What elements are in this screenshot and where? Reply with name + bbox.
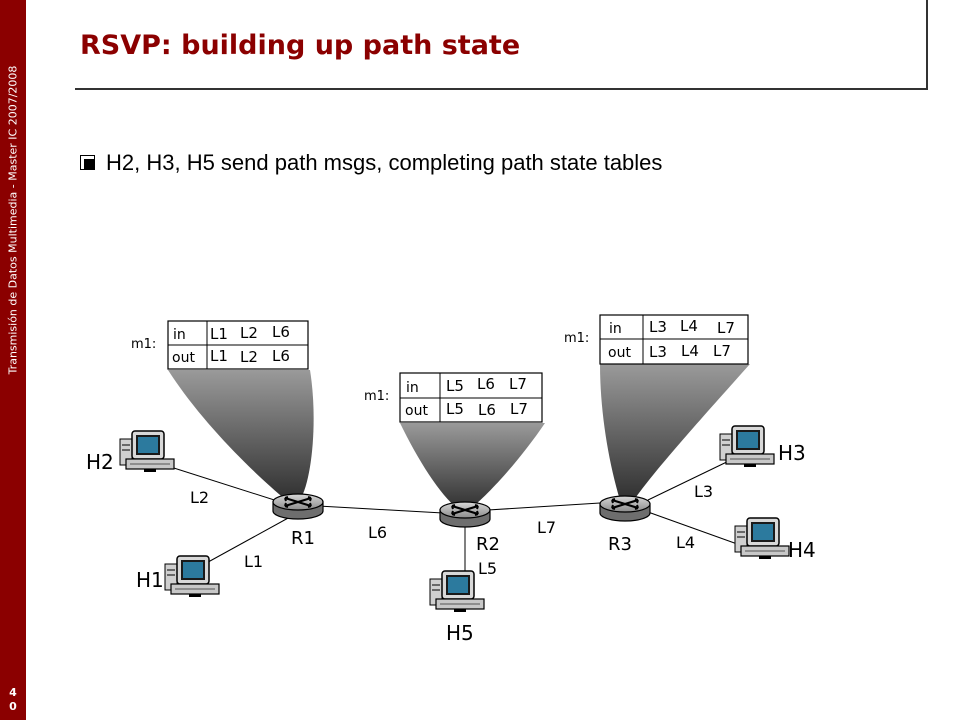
table-cell: L5 [446, 377, 464, 395]
link-l7 [487, 502, 601, 511]
table-row-header: out [172, 350, 195, 366]
table-cell: L6 [272, 323, 290, 341]
table-cell: L2 [240, 348, 258, 366]
table-caption: m1: [364, 389, 389, 404]
table-row-header: out [405, 403, 428, 419]
host-label-h4: H4 [788, 538, 816, 562]
table-cell: L7 [717, 319, 735, 337]
slide-title: RSVP: building up path state [80, 30, 521, 61]
table-cell: L7 [509, 375, 527, 393]
table-beam-r3 [600, 364, 750, 500]
host-label-h5: H5 [446, 621, 474, 645]
host-label-h3: H3 [778, 441, 806, 465]
link-label-l6: L6 [368, 523, 387, 542]
link-l3 [647, 457, 736, 501]
link-l2 [154, 461, 291, 506]
bullet-square-icon [80, 155, 95, 170]
router-r1-icon [271, 492, 325, 521]
link-label-l2: L2 [190, 488, 209, 507]
host-h4-icon [734, 517, 790, 560]
router-label-r1: R1 [291, 528, 315, 549]
table-cell: L4 [681, 342, 699, 360]
path-state-table-r3: m1: in L3 L4 L7 out L3 L4 L7 [564, 314, 749, 365]
table-beam-r2 [400, 423, 545, 509]
host-h1-icon [164, 555, 220, 598]
table-row-header: in [173, 327, 186, 343]
title-rule-horizontal [75, 88, 928, 90]
table-row-header: in [406, 380, 419, 396]
table-cell: L3 [649, 343, 667, 361]
link-l4 [647, 511, 741, 546]
router-label-r3: R3 [608, 534, 632, 555]
table-cell: L1 [210, 347, 228, 365]
title-rule-vertical [926, 0, 928, 90]
host-label-h1: H1 [136, 568, 164, 592]
table-cell: L5 [446, 400, 464, 418]
slide-number-digit: 4 [9, 686, 17, 699]
link-label-l3: L3 [694, 482, 713, 501]
link-label-l1: L1 [244, 552, 263, 571]
table-cell: L4 [680, 317, 698, 335]
link-label-l5: L5 [478, 559, 497, 578]
table-caption: m1: [131, 337, 156, 352]
table-cell: L6 [477, 375, 495, 393]
router-r2-icon [438, 500, 492, 529]
table-beam-r1 [168, 370, 314, 500]
router-r3-icon [598, 494, 652, 523]
table-cell: L7 [510, 400, 528, 418]
table-cell: L1 [210, 325, 228, 343]
link-label-l7: L7 [537, 518, 556, 537]
router-label-r2: R2 [476, 534, 500, 555]
table-row-header: out [608, 345, 631, 361]
slide-number-digit: 0 [9, 700, 17, 713]
host-h2-icon [119, 430, 175, 473]
sidebar: Transmisión de Datos Multimedia - Master… [0, 0, 26, 720]
host-h5-icon [429, 570, 485, 613]
path-state-table-r2: m1: in L5 L6 L7 out L5 L6 L7 [364, 372, 543, 423]
table-cell: L6 [272, 347, 290, 365]
path-state-table-r1: m1: in L1 L2 L6 out L1 L2 L6 [131, 320, 309, 370]
link-l6 [317, 505, 444, 514]
table-cell: L6 [478, 401, 496, 419]
bullet-text: H2, H3, H5 send path msgs, completing pa… [106, 150, 663, 175]
table-cell: L7 [713, 342, 731, 360]
host-label-h2: H2 [86, 450, 114, 474]
table-row-header: in [609, 321, 622, 337]
table-cell: L2 [240, 324, 258, 342]
host-h3-icon [719, 425, 775, 468]
link-label-l4: L4 [676, 533, 695, 552]
table-cell: L3 [649, 318, 667, 336]
table-caption: m1: [564, 331, 589, 346]
